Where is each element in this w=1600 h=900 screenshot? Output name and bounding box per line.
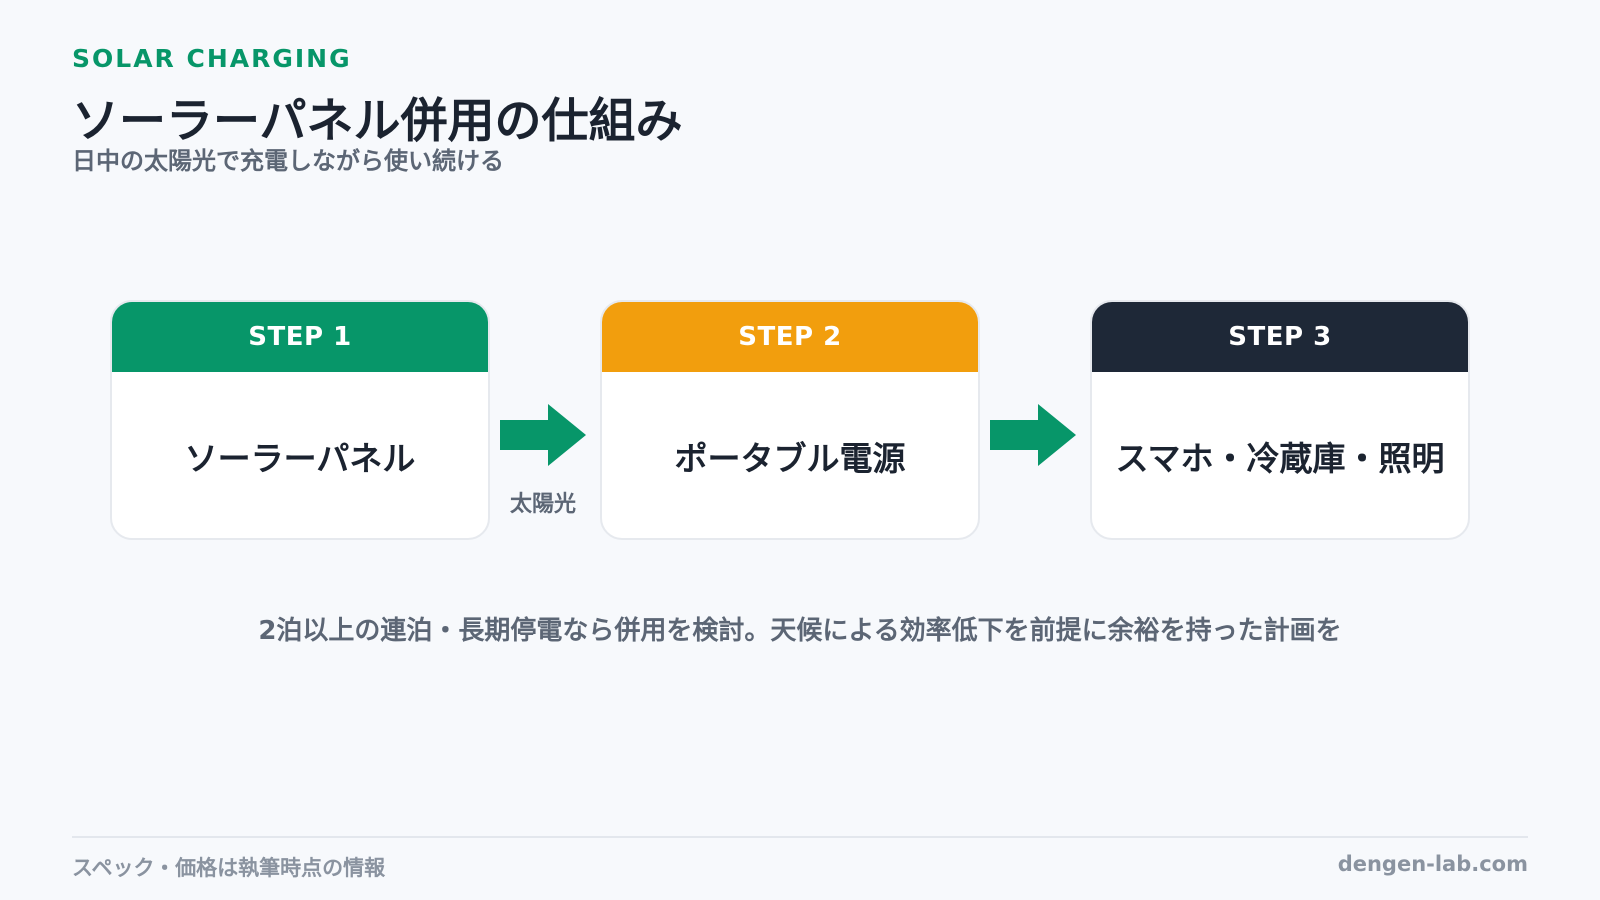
page-title: ソーラーパネル併用の仕組み xyxy=(72,94,683,149)
step-text-1: ソーラーパネル xyxy=(184,439,416,478)
step-text-3: スマホ・冷蔵庫・照明 xyxy=(1115,439,1445,478)
arrow-right-icon xyxy=(990,404,1076,466)
step-card-2: STEP 2 ポータブル電源 xyxy=(600,300,980,540)
step-card-3: STEP 3 スマホ・冷蔵庫・照明 xyxy=(1090,300,1470,540)
step-header-1: STEP 1 xyxy=(112,302,488,372)
footer-site-link[interactable]: dengen-lab.com xyxy=(1337,852,1528,876)
eyebrow-label: SOLAR CHARGING xyxy=(72,44,352,73)
step-text-2: ポータブル電源 xyxy=(674,439,906,478)
footer-divider xyxy=(72,836,1528,838)
page-subtitle: 日中の太陽光で充電しながら使い続ける xyxy=(72,147,504,175)
footer-disclaimer: スペック・価格は執筆時点の情報 xyxy=(72,856,386,880)
step-header-3: STEP 3 xyxy=(1092,302,1468,372)
note-text: 2泊以上の連泊・長期停電なら併用を検討。天候による効率低下を前提に余裕を持った計… xyxy=(258,616,1342,646)
step-card-1: STEP 1 ソーラーパネル xyxy=(110,300,490,540)
arrow-right-icon xyxy=(500,404,586,466)
step-header-2: STEP 2 xyxy=(602,302,978,372)
arrow-label: 太陽光 xyxy=(509,492,576,517)
